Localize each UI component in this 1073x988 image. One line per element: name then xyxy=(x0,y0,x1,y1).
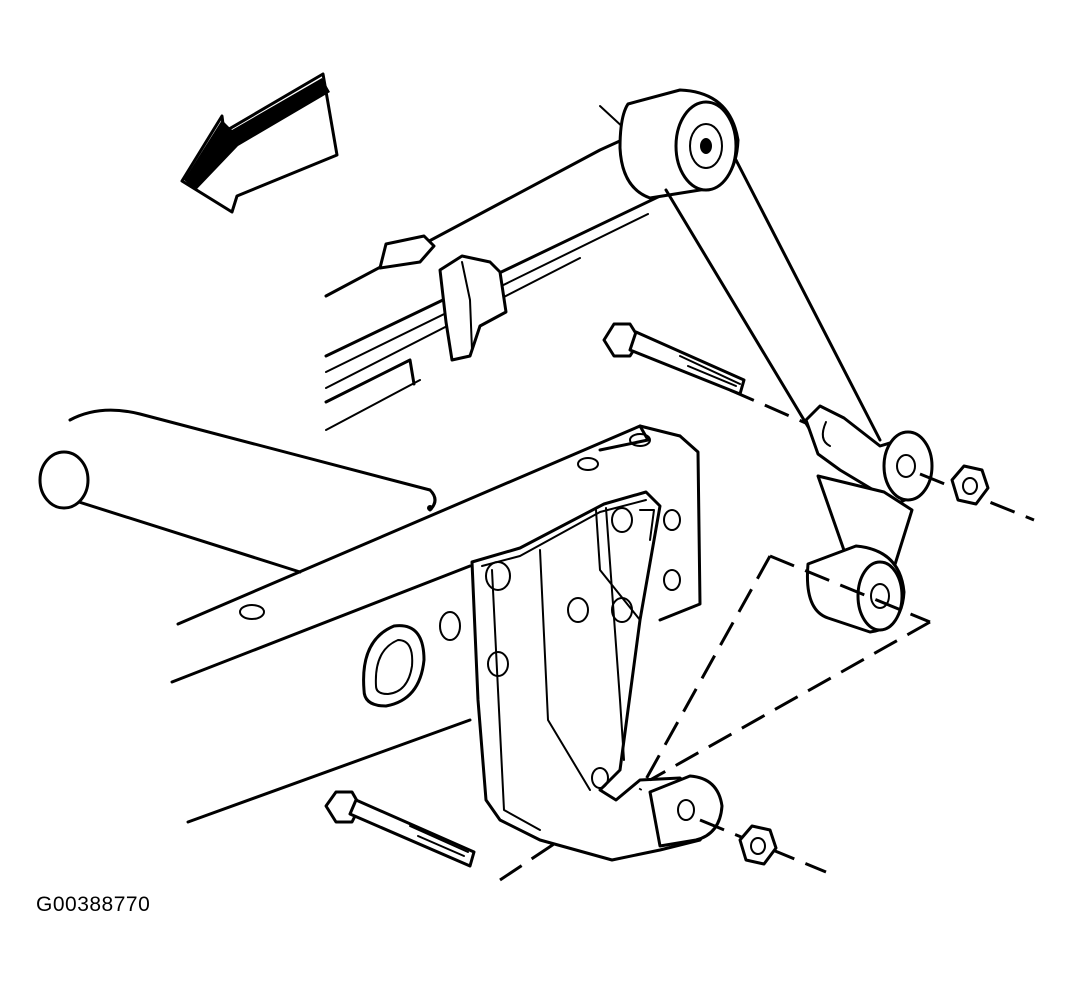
bolt-icon xyxy=(324,790,476,868)
spring-shackle xyxy=(664,158,934,576)
shackle-mounting-bracket xyxy=(470,490,724,862)
lower-shackle-bushing xyxy=(805,544,906,634)
bolt-icon xyxy=(602,322,746,396)
upper-nut xyxy=(950,464,990,506)
lower-bolt xyxy=(324,790,476,868)
front-direction-arrow-icon xyxy=(180,72,339,214)
upper-bolt xyxy=(602,322,746,396)
frame-rail xyxy=(170,424,702,824)
upper-spring-eye-bushing xyxy=(618,88,740,200)
nut-icon xyxy=(738,824,778,866)
figure-id-label: G00388770 xyxy=(36,893,151,916)
axle-tube xyxy=(38,408,437,574)
nut-icon xyxy=(950,464,990,506)
lower-nut xyxy=(738,824,778,866)
leaf-spring xyxy=(324,105,662,431)
